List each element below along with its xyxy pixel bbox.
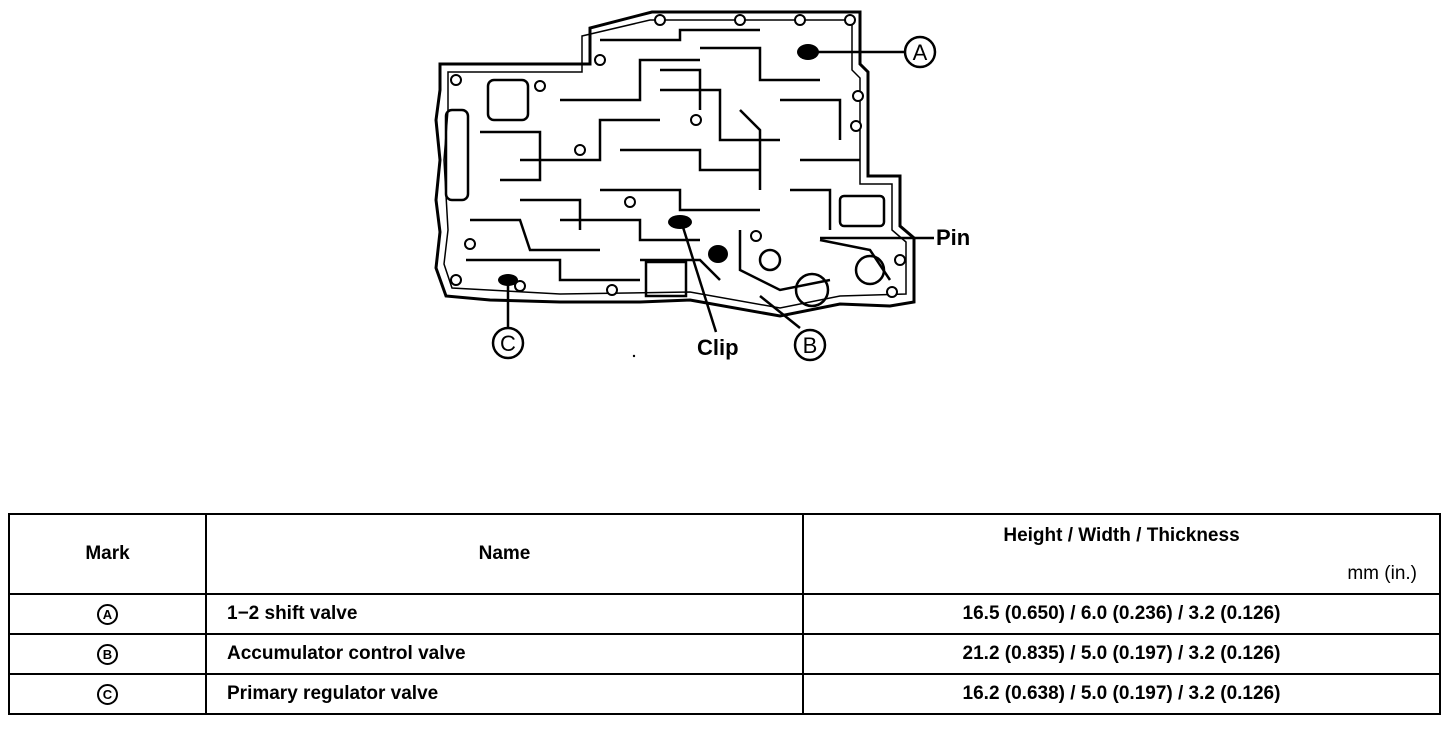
callout-c: C xyxy=(491,326,525,360)
leader-lines xyxy=(506,50,934,333)
valve-body-diagram: A C B Pin Clip xyxy=(434,10,970,362)
circled-mark: C xyxy=(97,684,118,705)
leader-b xyxy=(759,295,801,329)
row-mark: C xyxy=(8,673,207,715)
header-mark: Mark xyxy=(8,513,207,595)
row-mark: A xyxy=(8,593,207,635)
valve-body-passages xyxy=(444,28,892,308)
valve-locations xyxy=(498,44,819,286)
header-name: Name xyxy=(205,513,804,595)
row-dims: 21.2 (0.835) / 5.0 (0.197) / 3.2 (0.126) xyxy=(802,633,1441,675)
callout-a: A xyxy=(903,35,937,69)
clip-location xyxy=(668,215,692,229)
svg-text:B: B xyxy=(803,333,818,358)
row-name: 1−2 shift valve xyxy=(205,593,804,635)
valve-c-location xyxy=(498,274,518,286)
circled-mark: A xyxy=(97,604,118,625)
valve-body-plate xyxy=(434,10,916,318)
table-header-row: Mark Name Height / Width / Thickness mm … xyxy=(8,513,1441,595)
row-name: Primary regulator valve xyxy=(205,673,804,715)
valve-a-location xyxy=(797,44,819,60)
circled-mark: B xyxy=(97,644,118,665)
table-row: B Accumulator control valve 21.2 (0.835)… xyxy=(8,633,1441,675)
leader-clip xyxy=(680,223,718,333)
header-dims-unit: mm (in.) xyxy=(1347,563,1417,584)
row-name: Accumulator control valve xyxy=(205,633,804,675)
header-dims-title: Height / Width / Thickness xyxy=(1003,525,1240,546)
valve-spec-table: Mark Name Height / Width / Thickness mm … xyxy=(8,513,1441,715)
row-mark: B xyxy=(8,633,207,675)
table-row: C Primary regulator valve 16.2 (0.638) /… xyxy=(8,673,1441,715)
row-dims: 16.5 (0.650) / 6.0 (0.236) / 3.2 (0.126) xyxy=(802,593,1441,635)
callout-b: B xyxy=(793,328,827,362)
callout-clip: Clip xyxy=(697,335,739,360)
svg-text:A: A xyxy=(913,40,928,65)
valve-b-location xyxy=(708,245,728,263)
callout-pin: Pin xyxy=(936,225,970,250)
header-dims: Height / Width / Thickness mm (in.) xyxy=(802,513,1441,595)
stray-dot xyxy=(632,354,636,358)
row-dims: 16.2 (0.638) / 5.0 (0.197) / 3.2 (0.126) xyxy=(802,673,1441,715)
svg-text:C: C xyxy=(500,331,516,356)
valve-body-holes xyxy=(450,14,906,298)
table-row: A 1−2 shift valve 16.5 (0.650) / 6.0 (0.… xyxy=(8,593,1441,635)
